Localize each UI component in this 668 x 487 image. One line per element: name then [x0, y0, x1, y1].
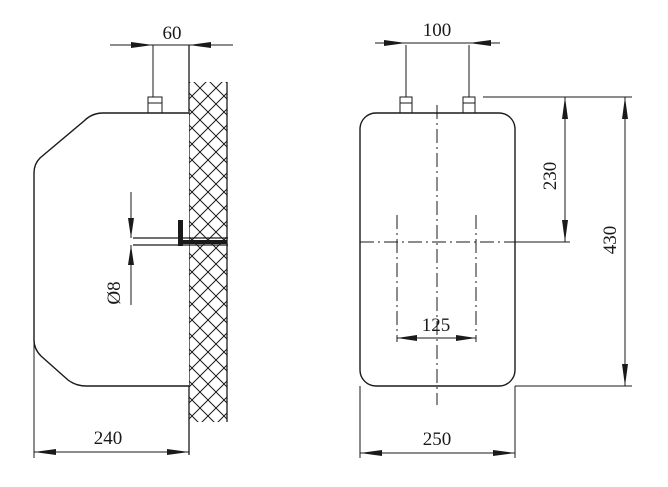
dim-label-60: 60 — [163, 23, 182, 44]
dim-label-250: 250 — [423, 429, 452, 450]
mounting-bracket — [178, 220, 183, 246]
side-pipe-fitting — [147, 96, 163, 114]
front-pipe-fitting-left — [399, 96, 413, 114]
front-pipe-fitting-right — [462, 96, 476, 114]
dim-label-125: 125 — [422, 315, 451, 336]
heater-side-outline — [33, 112, 189, 387]
dim-label-240: 240 — [94, 428, 123, 449]
front-view: 100 125 250 230 430 — [359, 20, 632, 458]
dim-label-diameter-8: Ø8 — [104, 281, 125, 304]
dim-label-230: 230 — [540, 162, 561, 191]
wall-hatch — [189, 82, 227, 422]
side-view: 60 240 Ø8 — [33, 23, 233, 458]
dim-label-430: 430 — [600, 226, 621, 255]
dim-label-100: 100 — [423, 20, 452, 41]
